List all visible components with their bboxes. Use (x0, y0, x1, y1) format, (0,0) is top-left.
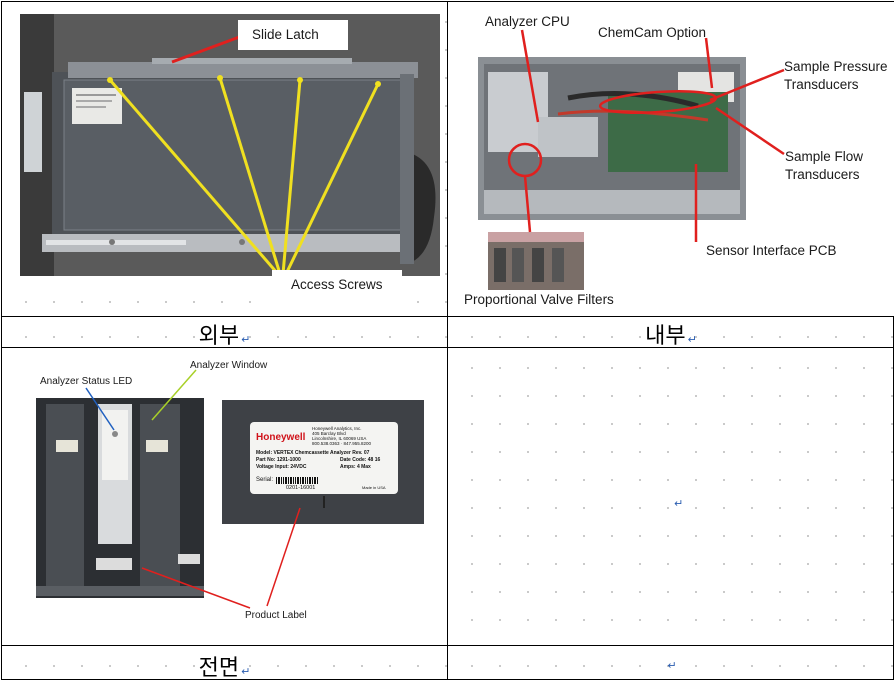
table-column-divider (447, 2, 448, 679)
slide-latch-label: Slide Latch (252, 27, 319, 42)
sample-pressure-label-line1: Sample Pressure (784, 59, 888, 74)
analyzer-window-label: Analyzer Window (190, 360, 268, 371)
sensor-interface-pcb-label: Sensor Interface PCB (706, 243, 837, 258)
exterior-caption: 외부↵ (198, 324, 251, 347)
nameplate-voltage: Voltage Input: 24VDC (256, 464, 307, 470)
nameplate-part-no: Part No: 1291-1000 (256, 457, 301, 463)
nameplate-date-code: Date Code: 48 16 (340, 457, 381, 463)
analyzer-status-led-label: Analyzer Status LED (40, 376, 133, 387)
empty-caption: ↵ (667, 659, 677, 672)
front-caption-cell: 전면↵ (2, 646, 447, 680)
empty-photo-cell: ↵ (448, 348, 894, 645)
sample-pressure-label-line2: Transducers (784, 77, 859, 92)
interior-photo (448, 2, 894, 316)
exterior-photo-cell: Slide Latch Access Screws (2, 2, 447, 316)
interior-caption-cell: 내부↵ (448, 317, 894, 347)
proportional-valve-filters-label: Proportional Valve Filters (464, 292, 614, 307)
nameplate-serial-label: Serial: (256, 477, 274, 483)
analyzer-cpu-label: Analyzer CPU (485, 14, 570, 29)
nameplate-amps: Amps: 4 Max (340, 464, 371, 470)
exterior-caption-cell: 외부↵ (2, 317, 447, 347)
interior-photo-cell: Analyzer CPU ChemCam Option Sample Press… (448, 2, 894, 316)
honeywell-logo: Honeywell (256, 432, 306, 443)
front-photo-cell: Analyzer Status LED Analyzer Window Prod… (2, 348, 447, 645)
empty-caption-cell: ↵ (448, 646, 894, 680)
product-label-caption: Product Label (245, 610, 307, 621)
sample-flow-label-line1: Sample Flow (785, 149, 864, 164)
nameplate-serial-value: 0201-16001 (286, 485, 316, 491)
nameplate-made-in: Made in USA (362, 485, 386, 490)
front-photo (2, 348, 447, 645)
table-row-divider (2, 316, 893, 317)
interior-caption: 내부↵ (645, 324, 697, 347)
sample-flow-label-line2: Transducers (785, 167, 860, 182)
front-caption: 전면↵ (198, 656, 251, 680)
table-row-divider (2, 645, 893, 646)
exterior-photo (20, 14, 440, 304)
nameplate-model: Model: VERTEX Chemcassette Analyzer Rev.… (256, 450, 370, 456)
nameplate-company: Honeywell Analytics, Inc. 405 Barclay Bl… (312, 426, 372, 446)
product-nameplate: Honeywell Honeywell Analytics, Inc. 405 … (252, 424, 398, 494)
paragraph-mark: ↵ (674, 497, 684, 510)
table-row-divider (2, 347, 893, 348)
chemcam-option-label: ChemCam Option (598, 25, 707, 40)
access-screws-label: Access Screws (291, 277, 383, 292)
